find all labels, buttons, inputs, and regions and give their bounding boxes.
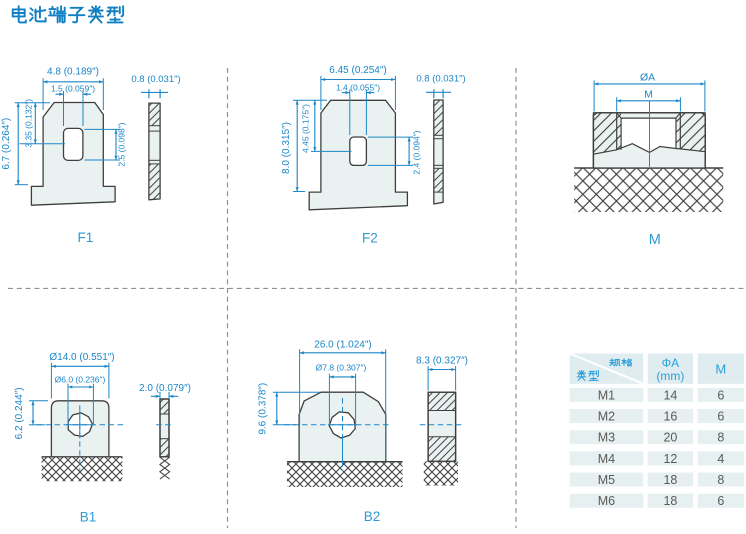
svg-text:M: M bbox=[715, 362, 726, 377]
svg-text:6: 6 bbox=[717, 494, 724, 508]
svg-text:8: 8 bbox=[717, 431, 724, 445]
svg-text:8.0 (0.315″): 8.0 (0.315″) bbox=[281, 122, 292, 174]
svg-text:M3: M3 bbox=[598, 431, 615, 445]
svg-text:M5: M5 bbox=[598, 473, 615, 487]
svg-text:B1: B1 bbox=[80, 510, 97, 525]
svg-text:M: M bbox=[644, 89, 653, 101]
svg-text:M6: M6 bbox=[598, 494, 615, 508]
svg-text:M4: M4 bbox=[598, 452, 615, 466]
svg-text:4.45 (0.175″): 4.45 (0.175″) bbox=[301, 104, 311, 153]
svg-text:3.35 (0.132″): 3.35 (0.132″) bbox=[24, 99, 34, 148]
svg-text:6.45 (0.254″): 6.45 (0.254″) bbox=[329, 65, 386, 76]
svg-text:Ø6.0 (0.236″): Ø6.0 (0.236″) bbox=[55, 375, 106, 385]
svg-text:4.8 (0.189″): 4.8 (0.189″) bbox=[47, 67, 99, 78]
svg-text:8: 8 bbox=[717, 473, 724, 487]
svg-text:12: 12 bbox=[663, 452, 677, 466]
svg-text:18: 18 bbox=[663, 473, 677, 487]
svg-text:6.2 (0.244″): 6.2 (0.244″) bbox=[14, 387, 25, 439]
svg-text:4: 4 bbox=[717, 452, 724, 466]
svg-text:1.5 (0.059″): 1.5 (0.059″) bbox=[51, 84, 95, 94]
svg-text:ØA: ØA bbox=[640, 72, 655, 84]
svg-text:Ø14.0 (0.551″): Ø14.0 (0.551″) bbox=[49, 352, 114, 363]
svg-text:M1: M1 bbox=[598, 388, 615, 402]
svg-text:B2: B2 bbox=[364, 509, 381, 524]
svg-text:ΦA: ΦA bbox=[662, 356, 680, 370]
svg-text:1.4 (0.055″): 1.4 (0.055″) bbox=[336, 83, 380, 93]
svg-text:(mm): (mm) bbox=[656, 369, 684, 383]
svg-text:6: 6 bbox=[717, 410, 724, 424]
svg-text:18: 18 bbox=[663, 494, 677, 508]
svg-text:F1: F1 bbox=[78, 230, 94, 245]
svg-text:16: 16 bbox=[663, 410, 677, 424]
svg-text:M2: M2 bbox=[598, 410, 615, 424]
svg-text:20: 20 bbox=[663, 431, 677, 445]
svg-text:14: 14 bbox=[663, 388, 677, 402]
svg-text:6: 6 bbox=[717, 388, 724, 402]
svg-text:F2: F2 bbox=[362, 231, 378, 246]
svg-text:0.8 (0.031″): 0.8 (0.031″) bbox=[131, 74, 180, 85]
svg-text:Ø7.8 (0.307″): Ø7.8 (0.307″) bbox=[316, 363, 367, 373]
svg-text:2.4 (0.094″): 2.4 (0.094″) bbox=[412, 130, 422, 174]
svg-text:M: M bbox=[649, 232, 661, 248]
svg-text:2.0 (0.079″): 2.0 (0.079″) bbox=[139, 383, 191, 394]
svg-text:8.3 (0.327″): 8.3 (0.327″) bbox=[416, 356, 468, 367]
svg-text:6.7 (0.264″): 6.7 (0.264″) bbox=[1, 118, 12, 170]
svg-text:9.6 (0.378″): 9.6 (0.378″) bbox=[258, 383, 269, 435]
svg-text:0.8 (0.031″): 0.8 (0.031″) bbox=[416, 74, 465, 85]
svg-text:26.0 (1.024″): 26.0 (1.024″) bbox=[314, 340, 371, 351]
svg-text:2.5 (0.098″): 2.5 (0.098″) bbox=[117, 122, 127, 166]
